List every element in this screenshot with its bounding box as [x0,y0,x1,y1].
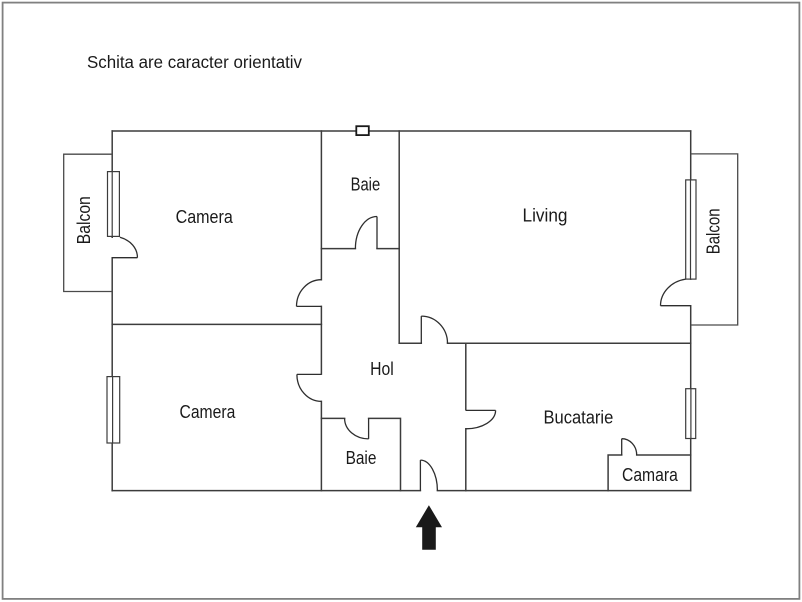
svg-text:Balcon: Balcon [74,196,94,244]
svg-text:Baie: Baie [351,175,381,195]
svg-text:Camara: Camara [622,465,679,485]
svg-text:Balcon: Balcon [704,208,724,254]
svg-text:Bucatarie: Bucatarie [544,408,614,428]
svg-text:Living: Living [523,206,568,226]
svg-text:Camera: Camera [180,402,237,422]
svg-text:Camera: Camera [176,207,234,227]
svg-text:Schita are caracter orientativ: Schita are caracter orientativ [87,52,302,72]
svg-text:Hol: Hol [370,359,394,379]
svg-text:Baie: Baie [346,448,377,468]
